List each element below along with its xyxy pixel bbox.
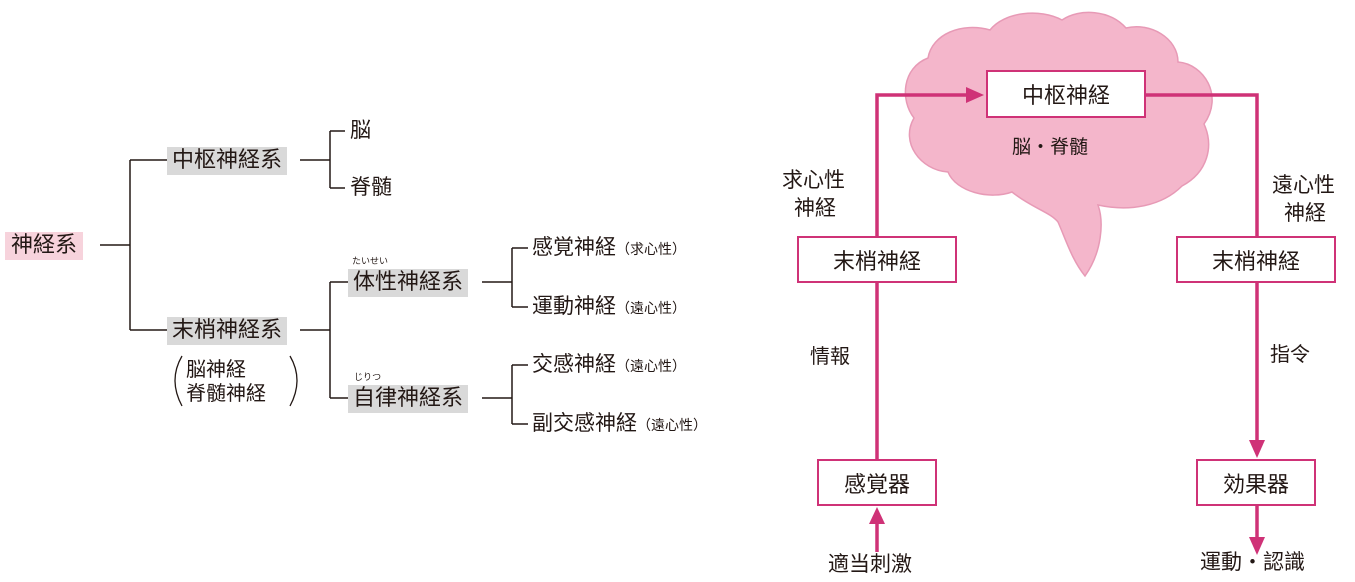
parasympathetic-nerve-direction: （遠心性） [637,418,707,434]
sympathetic-nerve-node: 交感神経（遠心性） [532,354,686,375]
parasympathetic-nerve-node: 副交感神経（遠心性） [532,413,707,434]
response-label: 運動・認識 [1200,550,1305,574]
brain-node: 脳 [350,118,371,142]
autonomic-ruby: じりつ [354,373,382,383]
sensory-nerve-label: 感覚神経 [532,235,616,259]
central-nerve-box: 中枢神経 [986,70,1146,118]
left-peripheral-nerve-box: 末梢神経 [797,236,957,283]
sensory-nerve-direction: （求心性） [616,242,686,258]
spinal-nerve-note: 脊髄神経 [186,381,266,405]
efferent-label-line2: 神経 [1284,201,1326,225]
stimulus-label: 適当刺激 [828,552,912,576]
sympathetic-nerve-direction: （遠心性） [616,359,686,375]
right-peripheral-nerve-box: 末梢神経 [1176,236,1336,283]
motor-nerve-direction: （遠心性） [616,301,686,317]
sympathetic-nerve-label: 交感神経 [532,352,616,376]
spinal-cord-node: 脊髄 [350,175,392,199]
motor-nerve-node: 運動神経（遠心性） [532,296,686,317]
command-label: 指令 [1270,342,1310,366]
motor-nerve-label: 運動神経 [532,294,616,318]
cranial-nerve-note: 脳神経 [186,357,246,381]
effector-box: 効果器 [1196,459,1316,506]
information-label: 情報 [810,344,850,368]
sensory-nerve-node: 感覚神経（求心性） [532,237,686,258]
efferent-label-line1: 遠心性 [1272,173,1335,197]
somatic-nervous-system-node: 体性神経系 [348,269,469,297]
afferent-label-line2: 神経 [794,196,836,220]
autonomic-nervous-system-node: 自律神経系 [348,385,469,413]
root-node: 神経系 [5,232,84,260]
somatic-ruby: たいせい [352,257,389,267]
peripheral-nervous-system-node: 末梢神経系 [167,317,288,345]
afferent-label-line1: 求心性 [782,168,845,192]
receptor-box: 感覚器 [817,459,937,506]
central-nervous-system-node: 中枢神経系 [167,147,288,175]
parasympathetic-nerve-label: 副交感神経 [532,411,637,435]
brain-spinal-label: 脳・脊髄 [1012,136,1089,158]
